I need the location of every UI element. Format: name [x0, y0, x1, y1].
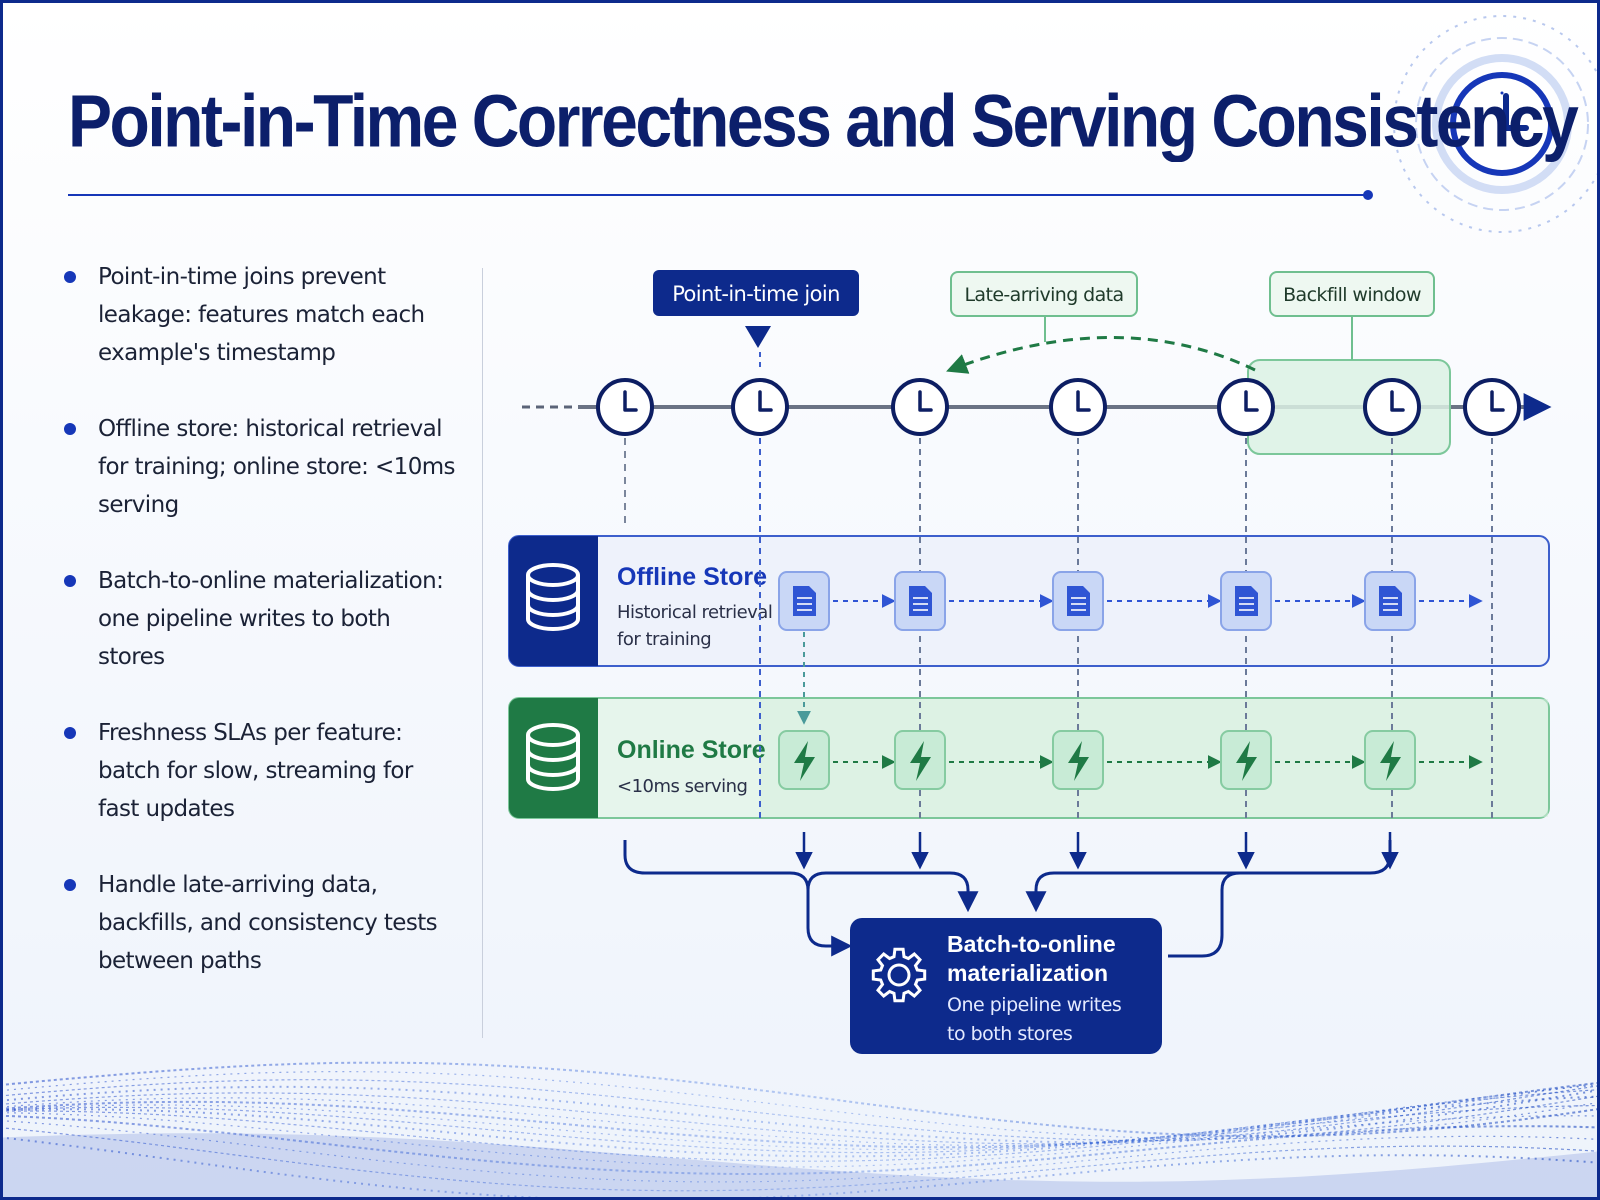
bullet-dot	[64, 423, 76, 435]
wave-line	[0, 1061, 1600, 1138]
backfill-label: Backfill window	[1283, 284, 1421, 306]
bullet-text: Offline store: historical retrieval for …	[98, 416, 456, 518]
bullet-text: Freshness SLAs per feature: batch for sl…	[98, 720, 413, 822]
wave-fill	[0, 1133, 1600, 1200]
gear-icon	[871, 947, 927, 1003]
materialization-title-line1: Batch-to-online	[947, 931, 1116, 957]
bullet-dot	[64, 879, 76, 891]
late-data-label: Late-arriving data	[964, 284, 1123, 306]
title-decoration	[68, 15, 1600, 233]
document-icon	[1364, 571, 1416, 631]
bullet-text: Handle late-arriving data, backfills, an…	[98, 872, 438, 974]
column-divider	[482, 268, 483, 1038]
lightning-icon	[1364, 730, 1416, 790]
materialization-desc-line1: One pipeline writes	[947, 994, 1121, 1016]
document-icon	[778, 571, 830, 631]
bullet-list: Point-in-time joins prevent leakage: fea…	[60, 258, 460, 1018]
pit-join-label-box	[653, 270, 859, 316]
pit-join-pointer	[745, 326, 771, 348]
document-icon	[1220, 571, 1272, 631]
bullet-item: Offline store: historical retrieval for …	[60, 410, 460, 524]
lightning-icon	[1220, 730, 1272, 790]
title-underline-dot	[1363, 190, 1373, 200]
online-store-desc: <10ms serving	[617, 776, 747, 797]
bullet-dot	[64, 271, 76, 283]
document-icon	[1052, 571, 1104, 631]
wave-line	[0, 1082, 1600, 1146]
bullet-dot	[64, 727, 76, 739]
offline-database-icon	[526, 563, 580, 631]
document-icon	[894, 571, 946, 631]
bullet-item: Freshness SLAs per feature: batch for sl…	[60, 714, 460, 828]
materialization-desc-line2: to both stores	[947, 1023, 1072, 1045]
bullet-dot	[64, 575, 76, 587]
bullet-item: Handle late-arriving data, backfills, an…	[60, 866, 460, 980]
late-data-callout: Late-arriving data	[946, 271, 1256, 374]
wave-line	[0, 1120, 1600, 1183]
lightning-icon	[1052, 730, 1104, 790]
pit-join-callout: Point-in-time join	[653, 270, 859, 348]
bullet-item: Point-in-time joins prevent leakage: fea…	[60, 258, 460, 372]
wave-line	[0, 1070, 1600, 1140]
clock-icon	[891, 378, 949, 436]
wave-line	[0, 1127, 1600, 1192]
wave-line	[0, 1095, 1600, 1158]
bullet-text: Point-in-time joins prevent leakage: fea…	[98, 264, 425, 366]
offline-store-desc-line2: for training	[617, 629, 711, 650]
wave-line	[0, 1112, 1600, 1168]
wave-line	[0, 1089, 1600, 1154]
materialization-flow	[623, 840, 1392, 958]
materialization-title-line2: materialization	[947, 960, 1108, 986]
clock-icon	[1217, 378, 1275, 436]
online-store-name: Online Store	[617, 736, 766, 764]
clock-icon	[1463, 378, 1521, 436]
clock-icon	[596, 378, 654, 436]
pit-join-label: Point-in-time join	[672, 282, 840, 306]
wave-line	[0, 1136, 1600, 1200]
lightning-icon	[778, 730, 830, 790]
offline-store-desc-line1: Historical retrieval	[617, 602, 772, 623]
late-data-arrow	[946, 336, 1256, 374]
decorative-wave	[0, 1061, 1600, 1200]
backfill-callout: Backfill window	[1269, 271, 1435, 360]
clock-icon	[731, 378, 789, 436]
decor-clock-icon	[1393, 15, 1600, 233]
wave-line	[0, 1081, 1600, 1149]
online-store-highlight	[760, 699, 1548, 817]
wave-line	[0, 1084, 1600, 1151]
slide-title: Point-in-Time Correctness and Serving Co…	[68, 79, 1579, 162]
clock-icon	[1049, 378, 1107, 436]
offline-store-name: Offline Store	[617, 563, 767, 591]
clock-icon	[1363, 378, 1421, 436]
bullet-text: Batch-to-online materialization: one pip…	[98, 568, 444, 670]
lightning-icon	[894, 730, 946, 790]
wave-line	[0, 1085, 1600, 1144]
materialization-box	[850, 918, 1162, 1054]
diagram-timeline-elements	[596, 352, 1521, 870]
online-database-icon	[526, 723, 580, 791]
bullet-item: Batch-to-online materialization: one pip…	[60, 562, 460, 676]
